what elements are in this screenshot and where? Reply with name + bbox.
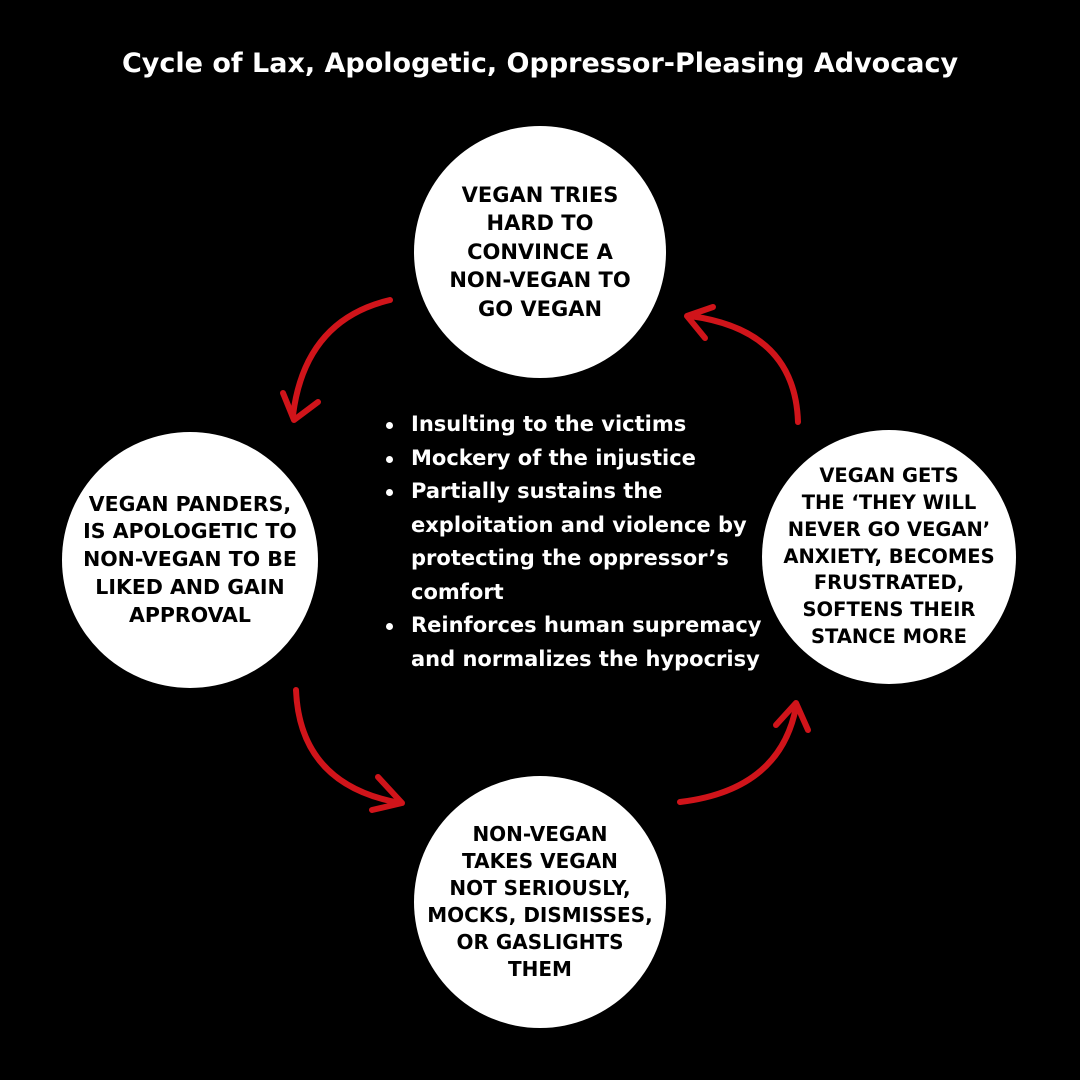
cycle-node-right: VEGAN GETS THE ‘THEY WILL NEVER GO VEGAN…: [762, 430, 1016, 684]
arrow-left-to-bottom: [293, 687, 405, 813]
cycle-node-top: VEGAN TRIES HARD TO CONVINCE A NON-VEGAN…: [414, 126, 666, 378]
arrow-top-to-left: [280, 297, 393, 423]
cycle-node-bottom: NON-VEGAN TAKES VEGAN NOT SERIOUSLY, MOC…: [414, 776, 666, 1028]
diagram-title: Cycle of Lax, Apologetic, Oppressor-Plea…: [121, 48, 959, 79]
arrow-bottom-to-right: [677, 700, 811, 805]
cycle-node-left: VEGAN PANDERS, IS APOLOGETIC TO NON-VEGA…: [62, 432, 318, 688]
cycle-node-bottom-label: NON-VEGAN TAKES VEGAN NOT SERIOUSLY, MOC…: [427, 822, 653, 981]
consequence-item: Mockery of the injustice: [384, 442, 764, 476]
arrow-right-to-top: [684, 304, 801, 425]
cycle-node-left-label: VEGAN PANDERS, IS APOLOGETIC TO NON-VEGA…: [83, 491, 297, 627]
cycle-node-right-label: VEGAN GETS THE ‘THEY WILL NEVER GO VEGAN…: [783, 463, 995, 649]
consequence-item: Insulting to the victims: [384, 408, 764, 442]
consequence-item: Partially sustains the exploitation and …: [384, 475, 764, 609]
consequences-list: Insulting to the victims Mockery of the …: [384, 408, 764, 676]
cycle-node-top-label: VEGAN TRIES HARD TO CONVINCE A NON-VEGAN…: [449, 183, 631, 321]
consequence-item: Reinforces human supremacy and normalize…: [384, 609, 764, 676]
